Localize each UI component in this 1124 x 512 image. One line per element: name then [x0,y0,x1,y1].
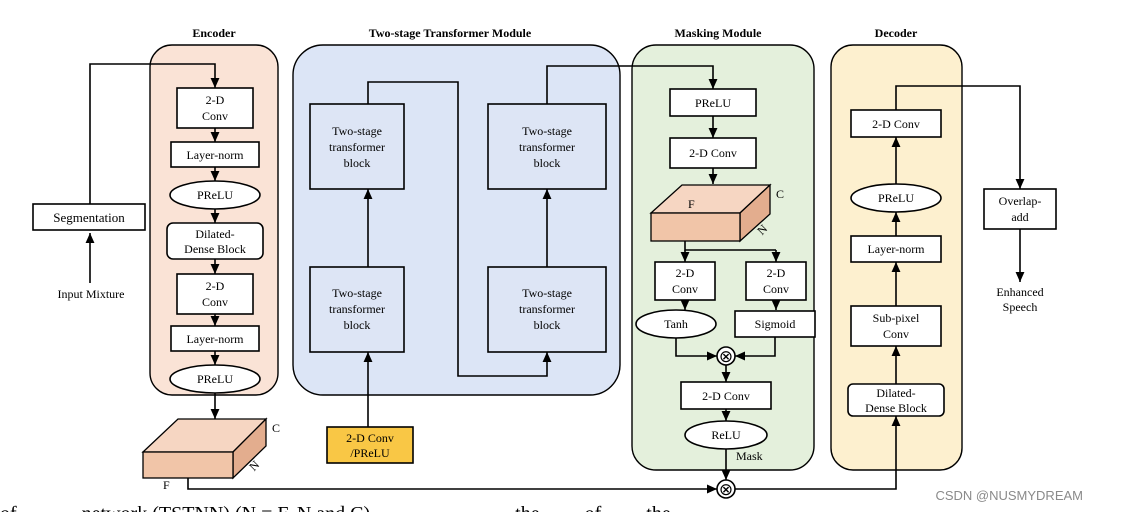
watermark: CSDN @NUSMYDREAM [935,488,1083,503]
encoder-layernorm1-label: Layer-norm [186,148,244,162]
conv-prelu-line2: /PReLU [350,446,390,460]
masking-multiply-symbol: ⊗ [719,347,733,366]
masking-conv-left-line1: 2-D [676,266,695,280]
segmentation-box [32,203,146,231]
overlap-add-box [983,188,1057,230]
segmentation-to-encoder-line [89,63,220,204]
masking-conv-right-line2: Conv [763,282,789,296]
tb2-line1: Two-stage [332,286,382,300]
decoder-title: Decoder [875,26,918,40]
encoder-conv2-box [176,273,254,315]
masking-conv-bottom-label: 2-D Conv [702,389,750,403]
encoder-layernorm2-label: Layer-norm [186,332,244,346]
transformer-block-3 [487,103,607,190]
encoder-prelu2-label: PReLU [197,372,233,386]
overlap-add-line1: Overlap- [999,194,1042,208]
masking-prelu-label: PReLU [695,96,731,110]
tb1-line3: block [344,156,371,170]
decoder-layernorm-box [850,235,942,263]
decoder-subpixel-box [850,305,942,347]
masking-relu-label: ReLU [711,428,741,442]
decoder-to-overlap-line [895,85,1025,189]
masking-tensor-f: F [688,197,695,211]
encoder-dense-line1: Dilated- [195,227,234,241]
tb4-line2: transformer [519,302,575,316]
encoder-conv1-line1: 2-D [206,93,225,107]
input-mixture-label: Input Mixture [58,287,125,301]
tb1-line1: Two-stage [332,124,382,138]
transformer-to-masking-line [546,65,718,104]
transformer-block-4 [487,266,607,353]
enhanced-speech-line1: Enhanced [996,285,1043,299]
decoder-prelu-label: PReLU [878,191,914,205]
multiply-to-decoder [735,416,901,490]
encoder-conv2-line2: Conv [202,295,228,309]
decoder-subpixel-line2: Conv [883,327,909,341]
tb2-line3: block [344,318,371,332]
tb4-line1: Two-stage [522,286,572,300]
encoder-prelu1-label: PReLU [197,188,233,202]
tb3-line1: Two-stage [522,124,572,138]
final-multiply-symbol: ⊗ [719,480,733,499]
masking-title: Masking Module [674,26,762,40]
encoder-tensor-front [142,451,234,479]
encoder-dense-line2: Dense Block [184,242,246,256]
decoder-subpixel-line1: Sub-pixel [873,311,920,325]
encoder-conv1-line2: Conv [202,109,228,123]
overlap-add-line2: add [1011,210,1028,224]
masking-tanh-label: Tanh [664,317,688,331]
transformer-title: Two-stage Transformer Module [369,26,532,40]
masking-conv-right-line1: 2-D [767,266,786,280]
conv-prelu-box [326,426,414,464]
tb3-line2: transformer [519,140,575,154]
transformer-connector-mid [367,81,552,377]
tb4-line3: block [534,318,561,332]
masking-conv-left-line2: Conv [672,282,698,296]
encoder-title: Encoder [192,26,236,40]
masking-conv-right-box [745,261,807,301]
tb1-line2: transformer [329,140,385,154]
decoder-dense-line1: Dilated- [876,386,915,400]
encoder-conv2-line1: 2-D [206,279,225,293]
masking-mask-label: Mask [736,449,763,463]
conv-prelu-line1: 2-D Conv [346,431,394,445]
masking-tensor-front [650,212,741,242]
masking-sigmoid-label: Sigmoid [755,317,796,331]
encoder-layernorm1-box [170,141,260,168]
masking-sigmoid-to-mult [735,337,776,361]
masking-conv-box [669,137,757,169]
caption-fragment: of ... ... ... network (TSTNN) (N = F, N… [0,503,731,512]
decoder-dense-line2: Dense Block [865,401,927,415]
masking-conv-bottom-box [680,381,772,410]
transformer-block-2 [309,266,405,353]
decoder-layernorm-label: Layer-norm [867,242,925,256]
segmentation-label: Segmentation [53,210,125,225]
encoder-output-to-multiply [187,478,717,494]
encoder-tensor-c: C [272,421,280,435]
masking-conv-label: 2-D Conv [689,146,737,160]
tb3-line3: block [534,156,561,170]
decoder-conv-label: 2-D Conv [872,117,920,131]
enhanced-speech-line2: Speech [1003,300,1038,314]
tb2-line2: transformer [329,302,385,316]
encoder-tensor-f: F [163,478,170,492]
transformer-block-1 [309,103,405,190]
encoder-conv1-box [176,87,254,129]
masking-tanh-to-mult [675,338,717,361]
masking-tensor-c: C [776,187,784,201]
